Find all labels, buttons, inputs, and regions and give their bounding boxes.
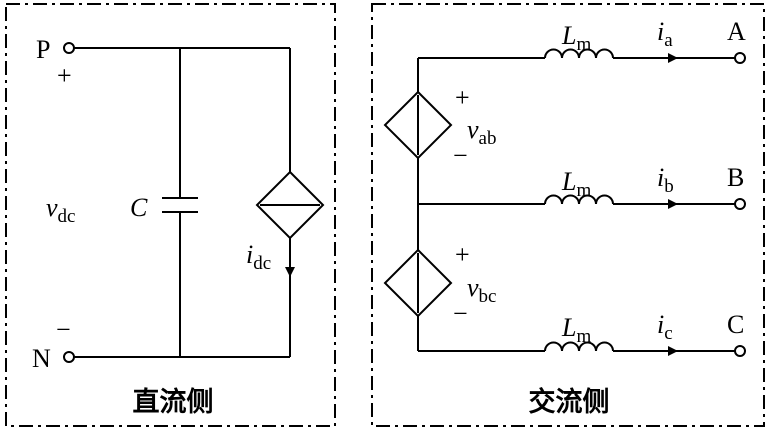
terminal-n-label: N — [32, 344, 51, 373]
inductor-b-label: Lm — [561, 167, 591, 201]
inductor-a-label: Lm — [561, 21, 591, 55]
inductor-a-icon — [544, 48, 614, 59]
vab-label: vab — [467, 115, 496, 149]
vab-plus-sign: + — [455, 83, 470, 112]
terminal-n-node — [63, 351, 75, 363]
vbc-label: vbc — [467, 273, 496, 307]
phase-a-line — [418, 48, 735, 63]
terminal-b-node — [734, 198, 746, 210]
vbc-minus-sign: − — [453, 299, 468, 328]
terminal-p-label: P — [36, 35, 50, 64]
ic-label: ic — [657, 310, 673, 344]
phase-c-line — [418, 341, 735, 356]
inductor-c-icon — [544, 341, 614, 352]
dc-side-circuit: P N + − vdc C idc 直流侧 — [32, 35, 325, 418]
phase-b-line — [418, 194, 735, 209]
dependent-current-source-icon — [255, 170, 325, 240]
terminal-c-node — [734, 345, 746, 357]
ac-side-frame — [371, 3, 765, 427]
inductor-b-icon — [544, 194, 614, 205]
dependent-voltage-source-bc-icon — [383, 248, 453, 318]
vdc-label: vdc — [46, 193, 75, 227]
terminal-c-label: C — [727, 310, 744, 339]
vbc-plus-sign: + — [455, 240, 470, 269]
terminal-p-node — [63, 42, 75, 54]
inductor-c-label: Lm — [561, 313, 591, 347]
vab-minus-sign: − — [453, 141, 468, 170]
capacitor — [162, 48, 198, 357]
dependent-voltage-source-ab-icon — [383, 90, 453, 160]
terminal-a-node — [734, 52, 746, 64]
ac-side-circuit: + − vab + − vbc Lm ia A Lm ib B Lm ic C … — [383, 17, 746, 418]
dc-side-caption: 直流侧 — [133, 387, 214, 418]
terminal-b-label: B — [727, 163, 744, 192]
vdc-minus-sign: − — [56, 315, 71, 344]
terminal-a-label: A — [727, 17, 746, 46]
ia-label: ia — [657, 17, 673, 51]
capacitor-label: C — [130, 193, 148, 222]
ac-side-caption: 交流侧 — [529, 386, 610, 418]
dc-side-frame — [5, 3, 336, 427]
ib-label: ib — [657, 163, 674, 197]
vdc-plus-sign: + — [57, 61, 72, 90]
idc-label: idc — [246, 240, 271, 274]
